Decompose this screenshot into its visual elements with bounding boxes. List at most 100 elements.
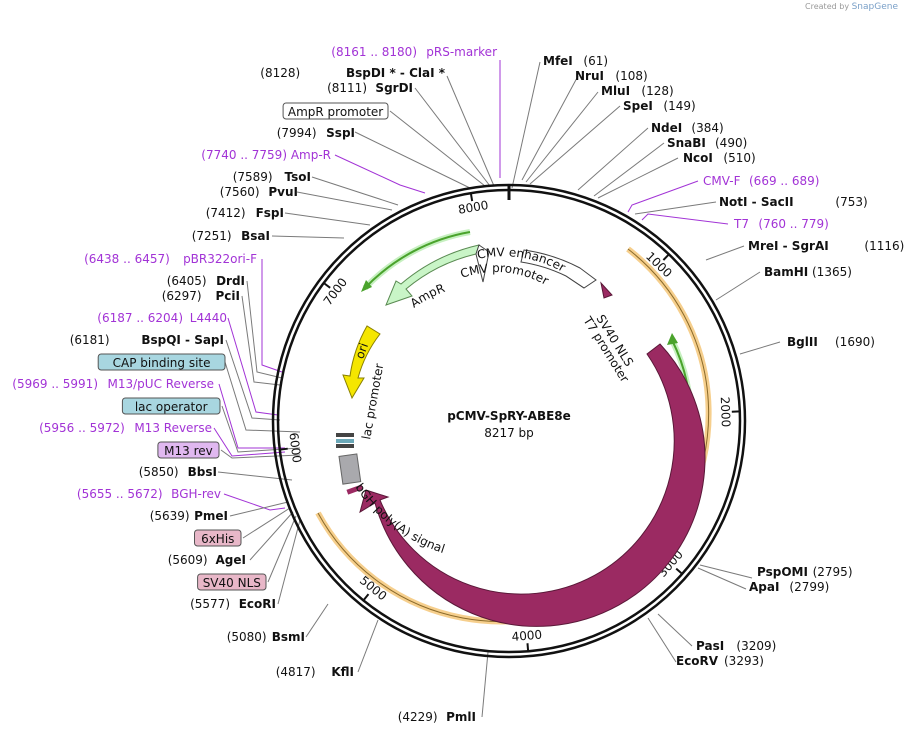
label-position: (5850): [139, 465, 179, 479]
label-name: PmlI: [446, 710, 476, 724]
label-position: (3209): [736, 639, 776, 653]
label-name: MreI - SgrAI: [748, 239, 829, 253]
map-label: PvuI(7560): [220, 185, 298, 199]
label-position: (384): [691, 121, 723, 135]
map-label: NotI - SacII(753): [719, 195, 868, 209]
label-name: FspI: [256, 206, 284, 220]
feature-box-label: CAP binding site: [113, 356, 211, 370]
map-label: BglII(1690): [787, 335, 875, 349]
cmv-features: CMV enhancer CMV promoter SV40 NLS T7 pr…: [459, 245, 637, 385]
map-label: KflI(4817): [276, 665, 354, 679]
map-label: M13 Reverse(5956 .. 5972): [39, 421, 212, 435]
label-position: (5577): [190, 597, 230, 611]
map-label: BGH-rev(5655 .. 5672): [77, 487, 221, 501]
feature-box: [97, 353, 226, 371]
feature-box: [121, 397, 221, 415]
left-label-column: pRS-marker(8161 .. 8180) BspDI * - ClaI *…: [12, 45, 497, 724]
map-label: BamHI(1365): [764, 265, 852, 279]
map-label: L4440(6187 .. 6204): [97, 311, 227, 325]
map-label: CAP binding site: [97, 353, 226, 371]
map-label: CMV-F(669 .. 689): [703, 174, 819, 188]
lac-promoter-label: lac promoter: [359, 362, 386, 440]
label-name: PspOMI: [757, 565, 808, 579]
label-position: (5969 .. 5991): [12, 377, 98, 391]
label-name: PvuI: [268, 185, 298, 199]
map-label: SgrDI(8111): [327, 81, 413, 95]
map-label: SnaBI(490): [667, 136, 747, 150]
ori-label: ori: [353, 341, 371, 360]
scale-tick-label: 6000: [286, 432, 304, 464]
plasmid-name: pCMV-SpRY-ABE8e: [447, 409, 571, 423]
label-position: (3293): [724, 654, 764, 668]
label-name: Amp-R: [291, 148, 331, 162]
label-name: BsmI: [272, 630, 305, 644]
feature-box-label: 6xHis: [201, 532, 234, 546]
map-label: EcoRV(3293): [676, 654, 764, 668]
label-name: L4440: [190, 311, 227, 325]
map-label: lac operator: [121, 397, 221, 415]
scale-tick-label: 8000: [457, 198, 489, 217]
right-label-column: MfeI(61)NruI(108)MluI(128)SpeI(149)NdeI(…: [543, 54, 904, 668]
scale-tick: [675, 567, 683, 575]
label-position: (510): [723, 151, 755, 165]
map-label: T7(760 .. 779): [733, 217, 829, 231]
credit-text: Created by: [805, 2, 850, 11]
scale-tick-label: 4000: [511, 628, 543, 644]
left-leader-lines: [213, 60, 501, 718]
feature-box-label: lac operator: [135, 400, 208, 414]
feature-box: [157, 441, 220, 459]
label-position: (1365): [812, 265, 852, 279]
label-position: (2799): [789, 580, 829, 594]
feature-box: [282, 102, 389, 120]
map-label: SspI(7994): [277, 126, 355, 140]
label-name: SpeI: [623, 99, 653, 113]
map-label: FspI(7412): [206, 206, 284, 220]
label-position: (6181): [70, 333, 110, 347]
label-name: T7: [733, 217, 749, 231]
map-label: PciI(6297): [162, 289, 240, 303]
map-label: MfeI (61): [543, 54, 608, 68]
label-position: (5956 .. 5972): [39, 421, 125, 435]
label-name: pRS-marker: [426, 45, 497, 59]
map-label: ApaI (2799): [749, 580, 829, 594]
scale-tick: [323, 282, 331, 289]
label-position: (753): [835, 195, 867, 209]
scale-tick: [662, 253, 670, 261]
snapgene-logo: SnapGene: [851, 2, 898, 12]
label-name: EcoRI: [239, 597, 276, 611]
map-label: pBR322ori-F(6438 .. 6457): [84, 252, 257, 266]
map-label: NdeI (384): [651, 121, 724, 135]
map-label: 6xHis: [194, 529, 242, 547]
feature-box: [194, 529, 242, 547]
scale-tick-label: 2000: [718, 396, 733, 427]
label-position: (2795): [813, 565, 853, 579]
label-name: ApaI: [749, 580, 779, 594]
right-leader-lines: [511, 61, 781, 663]
map-label: MreI - SgrAI(1116): [748, 239, 904, 253]
label-position: (4817): [276, 665, 316, 679]
map-label: M13 rev: [157, 441, 220, 459]
map-label: pRS-marker(8161 .. 8180): [331, 45, 497, 59]
label-name: NdeI: [651, 121, 682, 135]
map-label: BspQI - SapI(6181): [70, 333, 224, 347]
label-name: NruI: [575, 69, 604, 83]
map-label: BsaI(7251): [192, 229, 270, 243]
map-label: BsmI(5080): [227, 630, 305, 644]
label-name: MfeI: [543, 54, 573, 68]
ampr-label: AmpR: [408, 281, 447, 310]
label-name: M13/pUC Reverse: [108, 377, 215, 391]
label-position: (7589): [233, 170, 273, 184]
map-label: PasI (3209): [696, 639, 776, 653]
label-name: BspDI * - ClaI *: [346, 66, 446, 80]
feature-box-label: AmpR promoter: [288, 105, 383, 119]
map-label: PspOMI (2795): [757, 565, 853, 579]
label-name: AgeI: [216, 553, 246, 567]
label-name: MluI: [601, 84, 630, 98]
map-label: M13/pUC Reverse (5969 .. 5991): [12, 377, 214, 391]
label-name: PciI: [216, 289, 241, 303]
label-position: (149): [663, 99, 695, 113]
label-name: SgrDI: [375, 81, 413, 95]
label-name: PasI: [696, 639, 724, 653]
label-position: (61): [583, 54, 608, 68]
scale-tick: [279, 447, 288, 451]
